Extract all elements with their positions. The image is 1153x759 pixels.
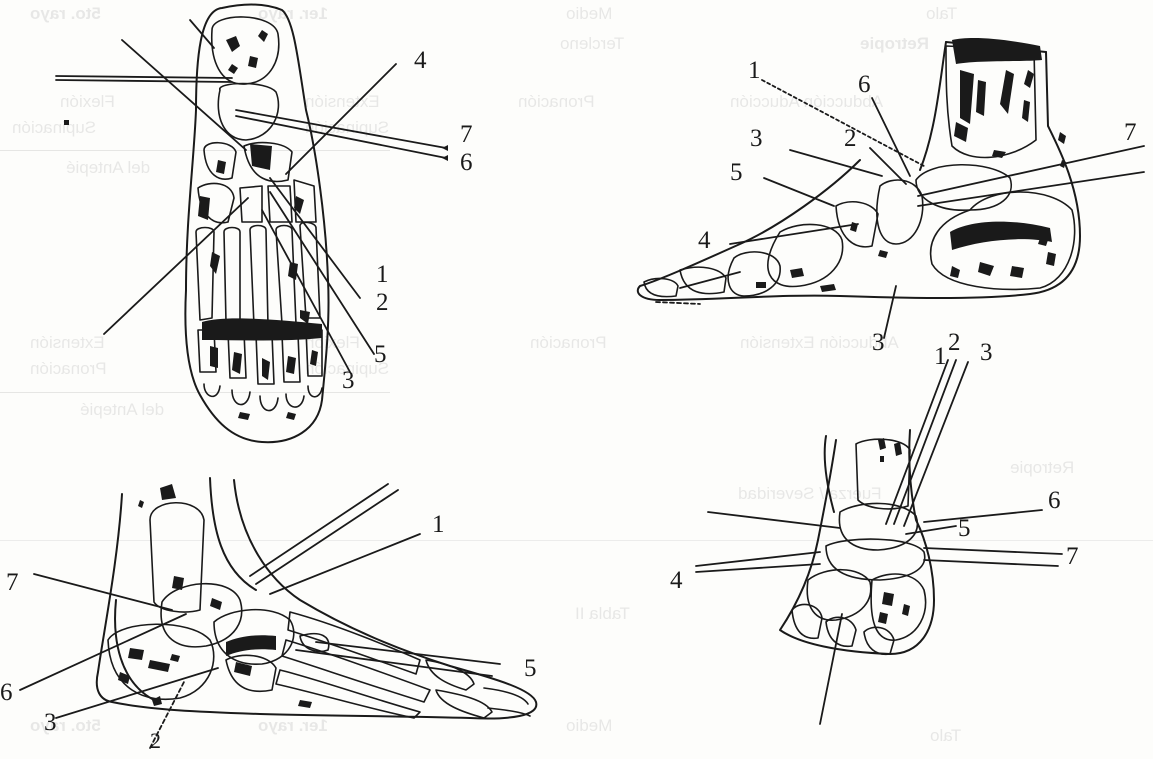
callout-3: 3 <box>44 710 57 735</box>
callout-2: 2 <box>844 126 857 151</box>
callout-6: 6 <box>858 72 871 97</box>
callout-3: 3 <box>872 330 885 355</box>
leader-lines <box>696 360 1062 724</box>
callout-6: 6 <box>460 150 473 175</box>
callout-4: 4 <box>698 228 711 253</box>
lateral-view <box>20 478 536 748</box>
callout-5: 5 <box>730 160 743 185</box>
leader-lines <box>20 484 500 748</box>
callout-6: 6 <box>0 680 13 705</box>
dense-bone-shading <box>118 484 312 708</box>
callout-5: 5 <box>524 656 537 681</box>
callout-4: 4 <box>670 568 683 593</box>
dense-bone-shading <box>878 438 910 624</box>
callout-1: 1 <box>376 262 389 287</box>
foot-outline <box>97 478 537 718</box>
callout-3: 3 <box>750 126 763 151</box>
callout-3: 3 <box>342 368 355 393</box>
callout-1: 1 <box>934 344 947 369</box>
callout-7: 7 <box>1066 544 1079 569</box>
callout-1: 1 <box>432 512 445 537</box>
callout-3: 3 <box>980 340 993 365</box>
callout-6: 6 <box>1048 488 1061 513</box>
callout-2: 2 <box>376 290 389 315</box>
callout-2: 2 <box>150 730 161 752</box>
posterior-view <box>696 360 1062 724</box>
callout-5: 5 <box>958 516 971 541</box>
ink-speck <box>64 120 69 125</box>
callout-2: 2 <box>948 330 961 355</box>
callout-5: 5 <box>374 342 387 367</box>
callout-1: 1 <box>748 58 761 83</box>
callout-7: 7 <box>460 122 473 147</box>
dense-bone-shading <box>756 38 1066 292</box>
callout-7: 7 <box>1124 120 1137 145</box>
callout-7: 7 <box>6 570 19 595</box>
callout-4: 4 <box>414 48 427 73</box>
dorsal-view <box>56 5 448 443</box>
medial-view <box>638 38 1144 338</box>
